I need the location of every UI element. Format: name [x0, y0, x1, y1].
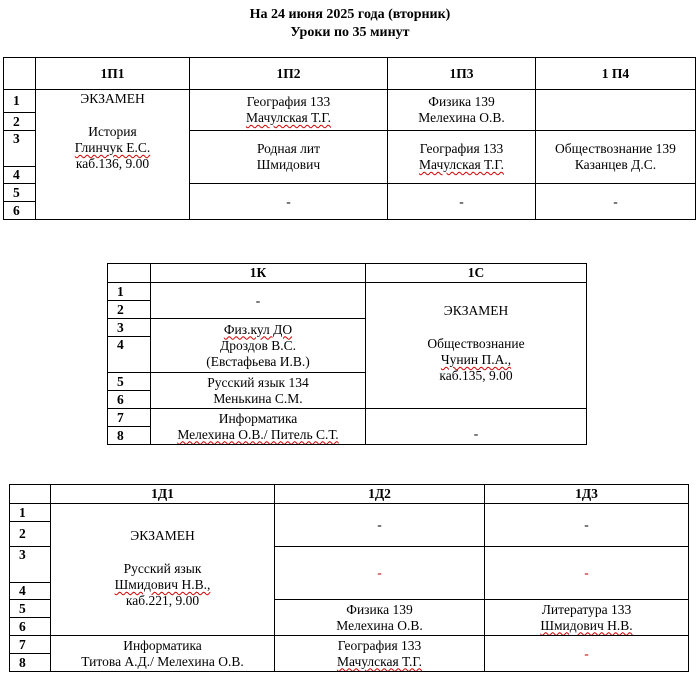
lesson-cell: Физика 139 Мелехина О.В. [387, 89, 536, 131]
lesson-cell: Информатика Титова А.Д./ Мелехина О.В. [50, 635, 275, 672]
lesson-teacher: Мелехина О.В. [336, 617, 423, 633]
lesson-number: 8 [9, 653, 51, 672]
lesson-teacher: Титова А.Д./ Мелехина О.В. [81, 653, 244, 669]
lesson-teacher: Шмидович Н.В. [540, 617, 633, 633]
lesson-cell: - [150, 282, 366, 319]
lesson-cell: Родная лит Шмидович [189, 130, 388, 184]
exam-teacher: Чунин П.А., [440, 352, 512, 367]
lesson-cell: - [484, 503, 689, 547]
lesson-number: 2 [3, 112, 36, 131]
lesson-cell: Информатика Мелехина О.В./ Питель С.Т. [150, 408, 366, 445]
group-header-1d2: 1Д2 [274, 484, 485, 504]
group-header-1s: 1С [365, 263, 587, 283]
lesson-number: 6 [9, 617, 51, 636]
lesson-subject: Физика 139 [346, 601, 413, 617]
lesson-teacher: Мачулская Т.Г. [246, 110, 331, 125]
lesson-teacher: Казанцев Д.С. [574, 157, 657, 172]
lesson-number: 4 [107, 336, 151, 373]
lesson-number: 6 [3, 201, 36, 220]
exam-room: каб.135, 9.00 [439, 368, 513, 383]
lesson-teacher: Дроздов В.С. [220, 337, 296, 353]
lesson-subject: Русский язык 134 [207, 374, 309, 390]
lesson-subject: География 133 [419, 141, 504, 156]
exam-subject: Русский язык [123, 561, 202, 576]
lesson-teacher: Шмидович [256, 157, 321, 172]
lesson-teacher: Мелехина О.В. [418, 110, 505, 125]
lesson-cell: - [189, 183, 388, 220]
lesson-number: 2 [107, 300, 151, 319]
lesson-cell: Физика 139 Мелехина О.В. [274, 599, 485, 636]
exam-title: ЭКЗАМЕН [443, 303, 509, 318]
lesson-number: 4 [9, 582, 51, 600]
lesson-cell: Обществознание 139 Казанцев Д.С. [535, 130, 696, 184]
exam-teacher: Шмидович Н.В., [114, 577, 211, 592]
lesson-teacher: Мелехина О.В./ Питель С.Т. [177, 426, 339, 442]
exam-room: каб.221, 9.00 [125, 593, 200, 608]
lesson-cell [535, 89, 696, 131]
lesson-number: 7 [9, 635, 51, 654]
lesson-number: 5 [9, 599, 51, 618]
lesson-number: 4 [3, 166, 36, 184]
lesson-cell: - [535, 183, 696, 220]
lesson-number: 8 [107, 426, 151, 445]
lessons-duration-heading: Уроки по 35 минут [290, 25, 410, 40]
lesson-subject: Физ.кул ДО [223, 321, 293, 337]
lesson-cell: Русский язык 134 Менькина С.М. [150, 372, 366, 409]
group-header-1p4: 1 П4 [535, 57, 696, 90]
lesson-teacher: Менькина С.М. [213, 390, 303, 406]
exam-cell-1s: ЭКЗАМЕН Обществознание Чунин П.А., каб.1… [365, 282, 587, 409]
lesson-cell: География 133 Мачулская Т.Г. [274, 635, 485, 672]
lesson-cell: - [274, 546, 485, 600]
lesson-note: (Евстафьева И.В.) [206, 353, 310, 369]
exam-teacher: Глинчук Е.С. [74, 140, 151, 155]
exam-subject: История [88, 124, 137, 139]
lesson-subject: Родная лит [256, 141, 321, 156]
lesson-cell: - [484, 635, 689, 672]
group-header-1p1: 1П1 [35, 57, 190, 90]
lesson-subject: Физика 139 [428, 94, 495, 109]
lesson-subject: Информатика [123, 637, 202, 653]
date-heading: На 24 июня 2025 года (вторник) [249, 7, 451, 22]
lesson-number: 3 [9, 546, 51, 583]
group-header-1d3: 1Д3 [484, 484, 689, 504]
lesson-subject: Обществознание 139 [555, 141, 676, 156]
lesson-number: 7 [107, 408, 151, 427]
group-header-1p3: 1П3 [387, 57, 536, 90]
lesson-cell: - [274, 503, 485, 547]
lesson-number: 1 [107, 282, 151, 301]
lesson-teacher: Мачулская Т.Г. [419, 157, 504, 172]
group-header-1k: 1К [150, 263, 366, 283]
exam-cell-1p1: ЭКЗАМЕН История Глинчук Е.С. каб.136, 9.… [35, 89, 190, 220]
group-header-1d1: 1Д1 [50, 484, 275, 504]
lesson-cell: - [484, 546, 689, 600]
lesson-subject: География 133 [337, 637, 422, 653]
exam-title: ЭКЗАМЕН [130, 528, 195, 543]
lesson-number: 2 [9, 521, 51, 547]
lesson-number: 5 [107, 372, 151, 391]
schedule-table-1p: 1П1 1П2 1П3 1 П4 1 ЭКЗАМЕН История Глинч… [3, 57, 696, 220]
lesson-teacher: Мачулская Т.Г. [337, 653, 422, 669]
lesson-subject: Информатика [218, 410, 298, 426]
group-header-1p2: 1П2 [189, 57, 388, 90]
lesson-cell: География 133 Мачулская Т.Г. [387, 130, 536, 184]
exam-title: ЭКЗАМЕН [80, 91, 145, 106]
schedule-table-1k-1s: 1К 1С 1 - ЭКЗАМЕН Обществознание Чунин П… [107, 263, 587, 445]
lesson-cell: Физ.кул ДО Дроздов В.С. (Евстафьева И.В.… [150, 318, 366, 373]
exam-subject: Обществознание [427, 336, 525, 351]
exam-room: каб.136, 9.00 [75, 156, 150, 171]
exam-cell-1d1: ЭКЗАМЕН Русский язык Шмидович Н.В., каб.… [50, 503, 275, 636]
lesson-number: 3 [3, 130, 36, 167]
lesson-cell: Литература 133 Шмидович Н.В. [484, 599, 689, 636]
lesson-number: 3 [107, 318, 151, 337]
lesson-number: 5 [3, 183, 36, 202]
lesson-cell: - [365, 408, 587, 445]
lesson-cell: География 133 Мачулская Т.Г. [189, 89, 388, 131]
lesson-subject: Литература 133 [541, 601, 632, 617]
lesson-number: 1 [9, 503, 51, 522]
lesson-cell: - [387, 183, 536, 220]
lesson-subject: География 133 [246, 94, 331, 109]
schedule-table-1d: 1Д1 1Д2 1Д3 1 ЭКЗАМЕН Русский язык Шмидо… [9, 484, 689, 672]
lesson-number: 1 [3, 89, 36, 113]
lesson-number: 6 [107, 390, 151, 409]
